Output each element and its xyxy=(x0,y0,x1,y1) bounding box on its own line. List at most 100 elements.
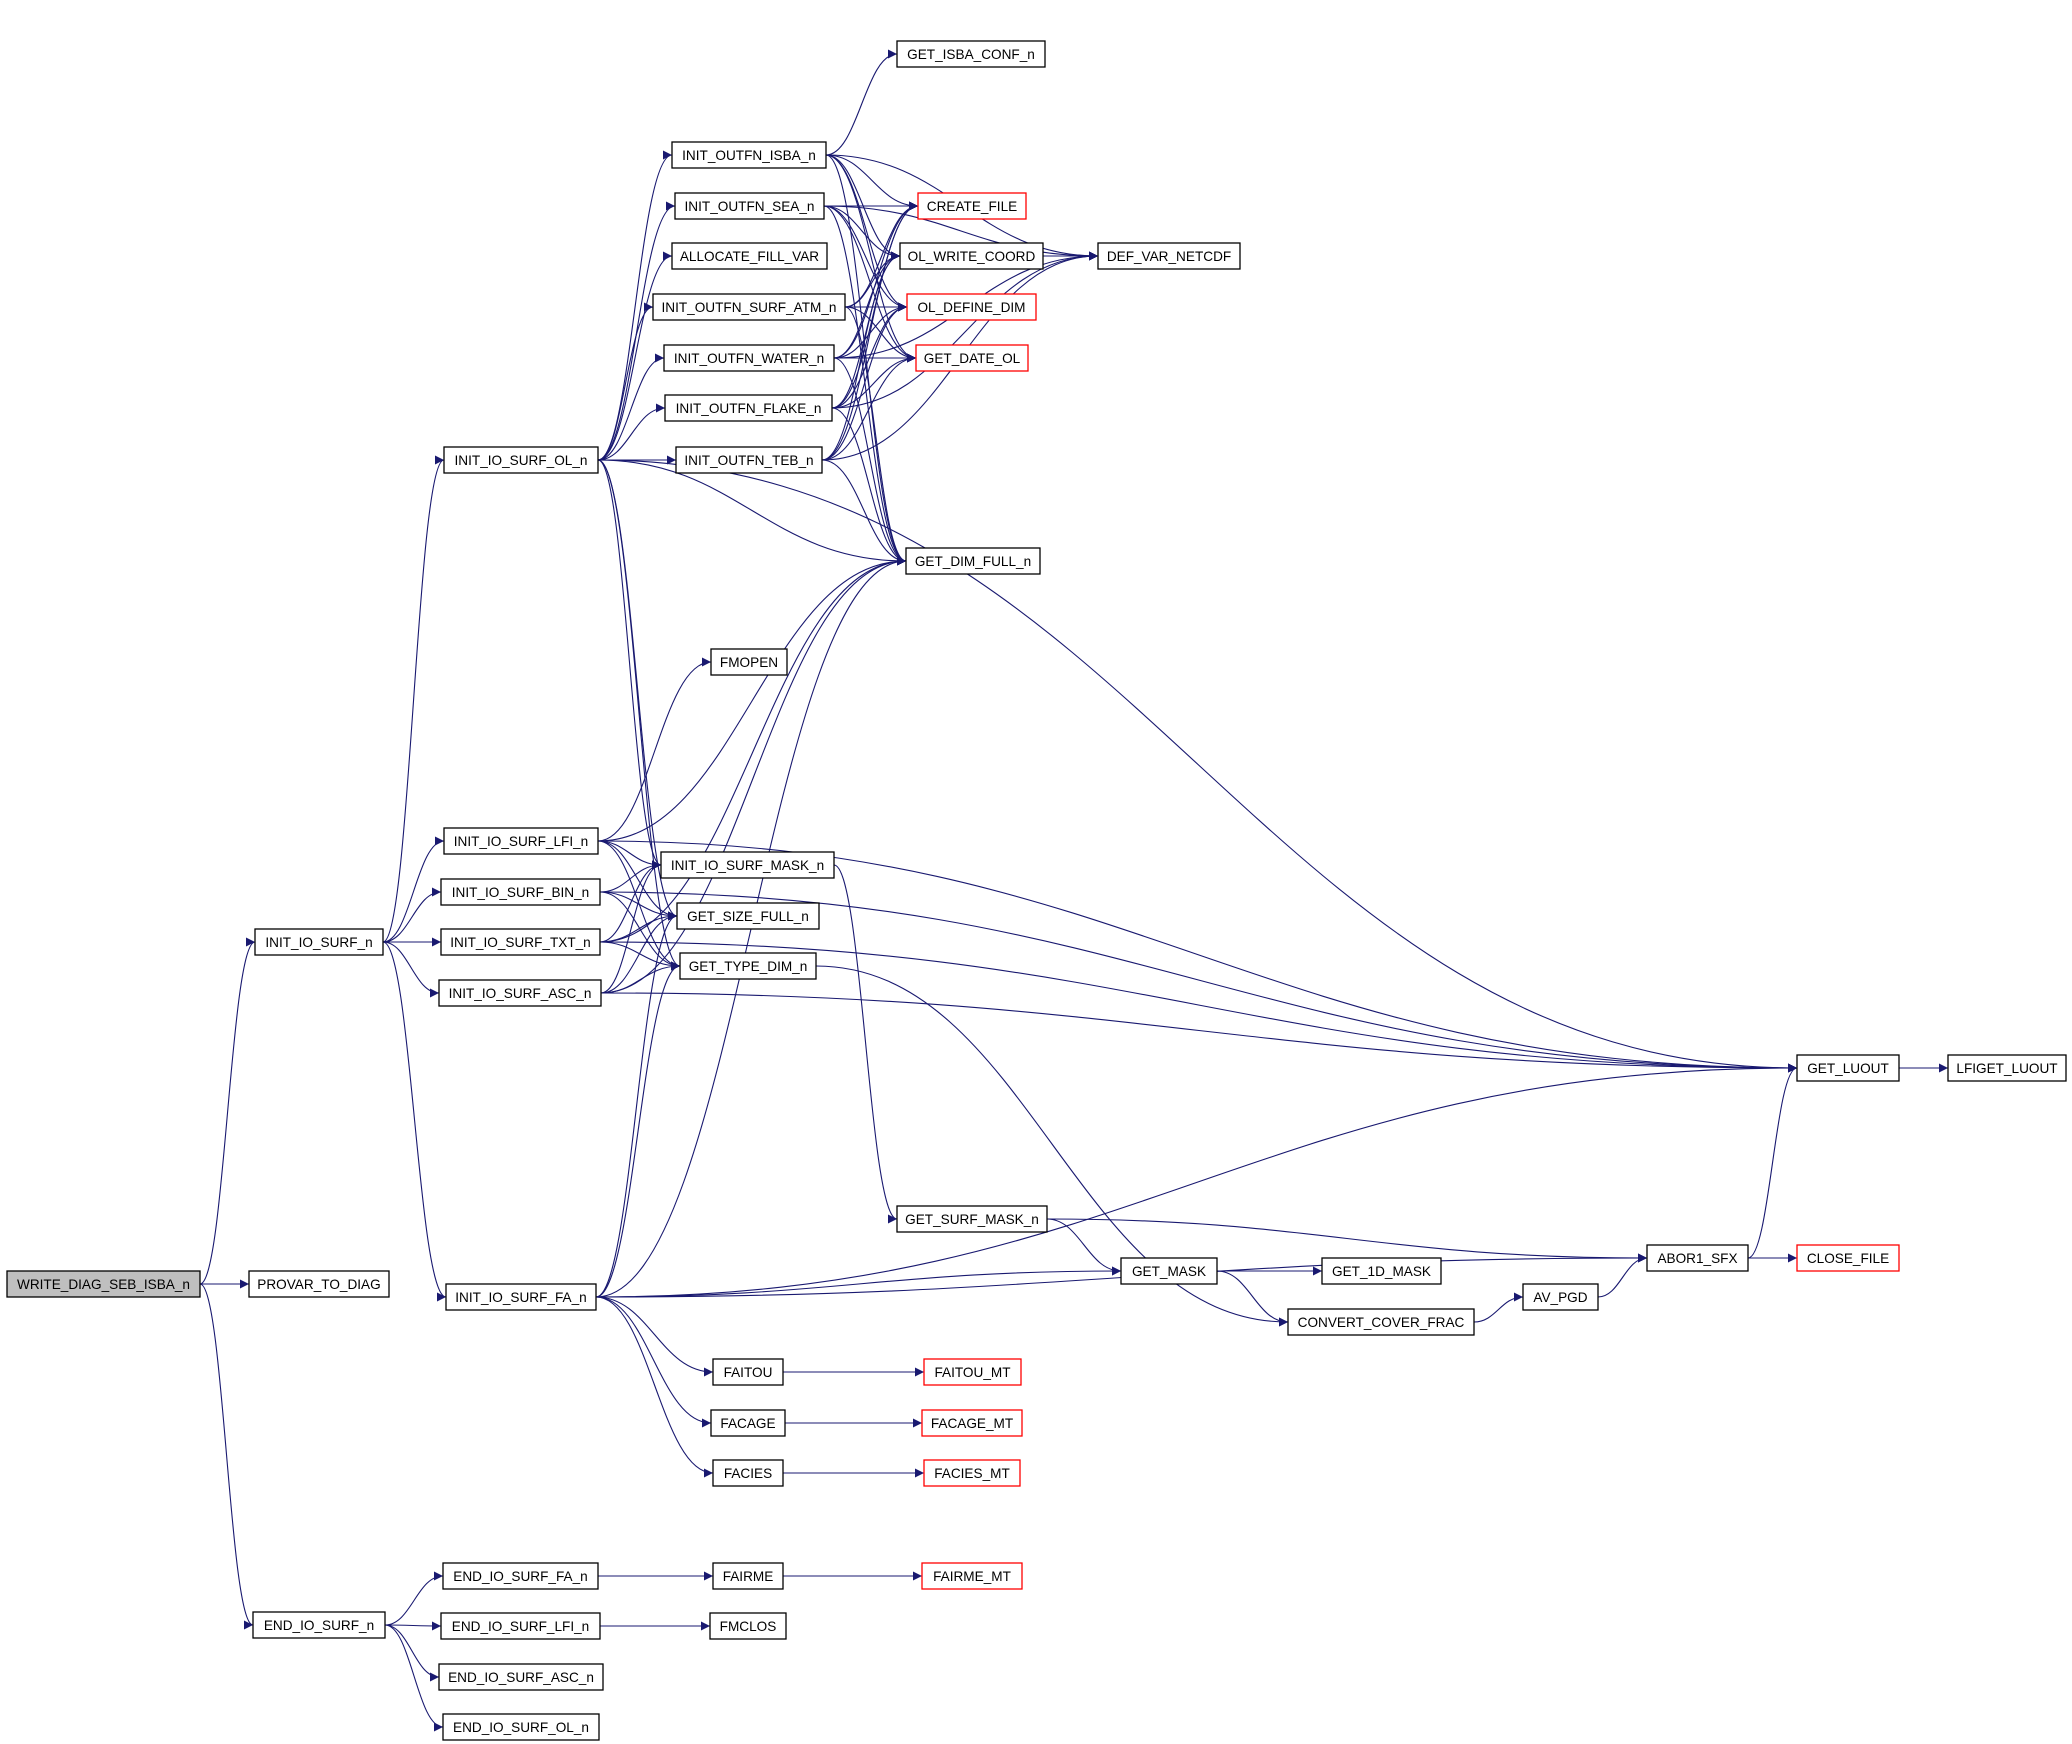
call-edge-path xyxy=(599,941,1798,1073)
node-label: END_IO_SURF_FA_n xyxy=(453,1569,587,1584)
node-fairme-mt[interactable]: FAIRME_MT xyxy=(921,1562,1023,1590)
node-box xyxy=(896,40,1046,68)
node-init-io-surf-n[interactable]: INIT_IO_SURF_n xyxy=(254,928,384,956)
node-init-io-surf-asc-n[interactable]: INIT_IO_SURF_ASC_n xyxy=(438,979,602,1007)
call-edge-path xyxy=(384,1624,440,1682)
call-edge-path xyxy=(382,941,447,1302)
node-init-io-surf-bin-n[interactable]: INIT_IO_SURF_BIN_n xyxy=(440,878,601,906)
node-facies[interactable]: FACIES xyxy=(712,1459,784,1487)
node-end-io-surf-asc-n[interactable]: END_IO_SURF_ASC_n xyxy=(438,1663,604,1691)
call-edge-path xyxy=(597,840,678,921)
call-edge-init-outfn-surf-atm-n-to-get-dim-full-n xyxy=(844,306,907,566)
call-edge-path xyxy=(823,205,901,261)
node-box xyxy=(442,1713,600,1741)
call-edge-init-io-surf-ol-n-to-init-io-surf-mask-n xyxy=(597,459,662,870)
node-convert-cover-frac[interactable]: CONVERT_COVER_FRAC xyxy=(1287,1308,1475,1336)
node-box xyxy=(1321,1257,1442,1285)
node-get-date-ol[interactable]: GET_DATE_OL xyxy=(915,344,1029,372)
node-init-outfn-flake-n[interactable]: INIT_OUTFN_FLAKE_n xyxy=(664,394,833,422)
node-fairme[interactable]: FAIRME xyxy=(712,1562,784,1590)
node-faitou[interactable]: FAITOU xyxy=(712,1358,784,1386)
node-get-isba-conf-n[interactable]: GET_ISBA_CONF_n xyxy=(896,40,1046,68)
node-box xyxy=(712,1459,784,1487)
node-get-dim-full-n[interactable]: GET_DIM_FULL_n xyxy=(905,547,1041,575)
node-end-io-surf-fa-n[interactable]: END_IO_SURF_FA_n xyxy=(442,1562,599,1590)
node-init-io-surf-fa-n[interactable]: INIT_IO_SURF_FA_n xyxy=(445,1283,597,1311)
node-def-var-netcdf[interactable]: DEF_VAR_NETCDF xyxy=(1097,242,1241,270)
node-get-mask[interactable]: GET_MASK xyxy=(1120,1257,1218,1285)
node-fmclos[interactable]: FMCLOS xyxy=(709,1612,787,1640)
node-lfiget-luout[interactable]: LFIGET_LUOUT xyxy=(1947,1054,2067,1082)
node-label: INIT_IO_SURF_FA_n xyxy=(455,1290,586,1305)
node-label: GET_DIM_FULL_n xyxy=(915,554,1031,569)
call-edge-end-io-surf-n-to-end-io-surf-asc-n xyxy=(384,1624,440,1682)
node-end-io-surf-lfi-n[interactable]: END_IO_SURF_LFI_n xyxy=(440,1612,601,1640)
call-edge-init-outfn-water-n-to-get-dim-full-n xyxy=(833,357,907,566)
call-edge-init-io-surf-asc-n-to-get-size-full-n xyxy=(600,911,678,994)
call-edge-path xyxy=(199,1283,254,1630)
node-init-outfn-teb-n[interactable]: INIT_OUTFN_TEB_n xyxy=(675,446,823,474)
call-edge-path xyxy=(831,251,1099,409)
node-box xyxy=(921,1562,1023,1590)
node-av-pgd[interactable]: AV_PGD xyxy=(1522,1283,1599,1311)
node-box xyxy=(905,547,1041,575)
node-abor1-sfx[interactable]: ABOR1_SFX xyxy=(1646,1244,1749,1272)
node-label: END_IO_SURF_ASC_n xyxy=(448,1670,594,1685)
node-allocate-fill-var[interactable]: ALLOCATE_FILL_VAR xyxy=(671,242,828,270)
call-edge-path xyxy=(825,49,898,156)
node-init-io-surf-ol-n[interactable]: INIT_IO_SURF_OL_n xyxy=(443,446,599,474)
call-edge-path xyxy=(821,459,907,566)
node-provar-to-diag[interactable]: PROVAR_TO_DIAG xyxy=(248,1270,390,1298)
node-ol-write-coord[interactable]: OL_WRITE_COORD xyxy=(899,242,1044,270)
node-box xyxy=(671,242,828,270)
node-label: GET_ISBA_CONF_n xyxy=(907,47,1035,62)
node-facage-mt[interactable]: FACAGE_MT xyxy=(921,1409,1023,1437)
node-close-file[interactable]: CLOSE_FILE xyxy=(1796,1244,1900,1272)
node-label: FACAGE xyxy=(720,1416,775,1431)
call-edge-init-io-surf-ol-n-to-init-outfn-water-n xyxy=(597,353,665,461)
node-label: GET_1D_MASK xyxy=(1332,1264,1431,1279)
call-edge-init-io-surf-txt-n-to-get-dim-full-n xyxy=(599,556,907,943)
node-init-outfn-isba-n[interactable]: INIT_OUTFN_ISBA_n xyxy=(671,141,827,169)
node-get-type-dim-n[interactable]: GET_TYPE_DIM_n xyxy=(679,952,817,980)
node-faitou-mt[interactable]: FAITOU_MT xyxy=(923,1358,1022,1386)
node-fmopen[interactable]: FMOPEN xyxy=(710,648,788,676)
node-box xyxy=(923,1358,1022,1386)
node-label: OL_DEFINE_DIM xyxy=(917,300,1025,315)
node-get-surf-mask-n[interactable]: GET_SURF_MASK_n xyxy=(896,1205,1048,1233)
node-box xyxy=(712,1358,784,1386)
node-box xyxy=(676,902,820,930)
call-edge-path xyxy=(382,887,442,943)
node-init-outfn-sea-n[interactable]: INIT_OUTFN_SEA_n xyxy=(674,192,825,220)
call-edge-get-mask-to-convert-cover-frac xyxy=(1216,1270,1289,1327)
node-write-diag-seb-isba-n[interactable]: WRITE_DIAG_SEB_ISBA_n xyxy=(6,1270,201,1298)
node-init-io-surf-txt-n[interactable]: INIT_IO_SURF_TXT_n xyxy=(440,928,601,956)
call-edge-path xyxy=(825,154,917,363)
node-label: OL_WRITE_COORD xyxy=(908,249,1036,264)
node-box xyxy=(915,344,1029,372)
node-init-outfn-water-n[interactable]: INIT_OUTFN_WATER_n xyxy=(663,344,835,372)
node-get-luout[interactable]: GET_LUOUT xyxy=(1796,1054,1900,1082)
node-end-io-surf-n[interactable]: END_IO_SURF_n xyxy=(252,1611,386,1639)
node-get-size-full-n[interactable]: GET_SIZE_FULL_n xyxy=(676,902,820,930)
call-edge-path xyxy=(384,1571,444,1626)
node-init-io-surf-lfi-n[interactable]: INIT_IO_SURF_LFI_n xyxy=(443,827,599,855)
node-facies-mt[interactable]: FACIES_MT xyxy=(923,1459,1021,1487)
node-get-1d-mask[interactable]: GET_1D_MASK xyxy=(1321,1257,1442,1285)
call-edge-path xyxy=(599,941,681,971)
node-box xyxy=(443,827,599,855)
node-ol-define-dim[interactable]: OL_DEFINE_DIM xyxy=(906,293,1037,321)
node-box xyxy=(896,1205,1048,1233)
node-label: DEF_VAR_NETCDF xyxy=(1107,249,1231,264)
call-edge-init-io-surf-bin-n-to-init-io-surf-mask-n xyxy=(599,860,662,893)
node-end-io-surf-ol-n[interactable]: END_IO_SURF_OL_n xyxy=(442,1713,600,1741)
node-label: FAIRME xyxy=(723,1569,774,1584)
node-label: INIT_IO_SURF_ASC_n xyxy=(449,986,592,1001)
call-edge-init-io-surf-fa-n-to-get-mask xyxy=(595,1266,1122,1298)
node-create-file[interactable]: CREATE_FILE xyxy=(917,192,1027,220)
node-facage[interactable]: FACAGE xyxy=(710,1409,786,1437)
node-init-io-surf-mask-n[interactable]: INIT_IO_SURF_MASK_n xyxy=(660,851,835,879)
node-init-outfn-surf-atm-n[interactable]: INIT_OUTFN_SURF_ATM_n xyxy=(652,293,846,321)
call-edge-init-outfn-isba-n-to-create-file xyxy=(825,154,919,211)
